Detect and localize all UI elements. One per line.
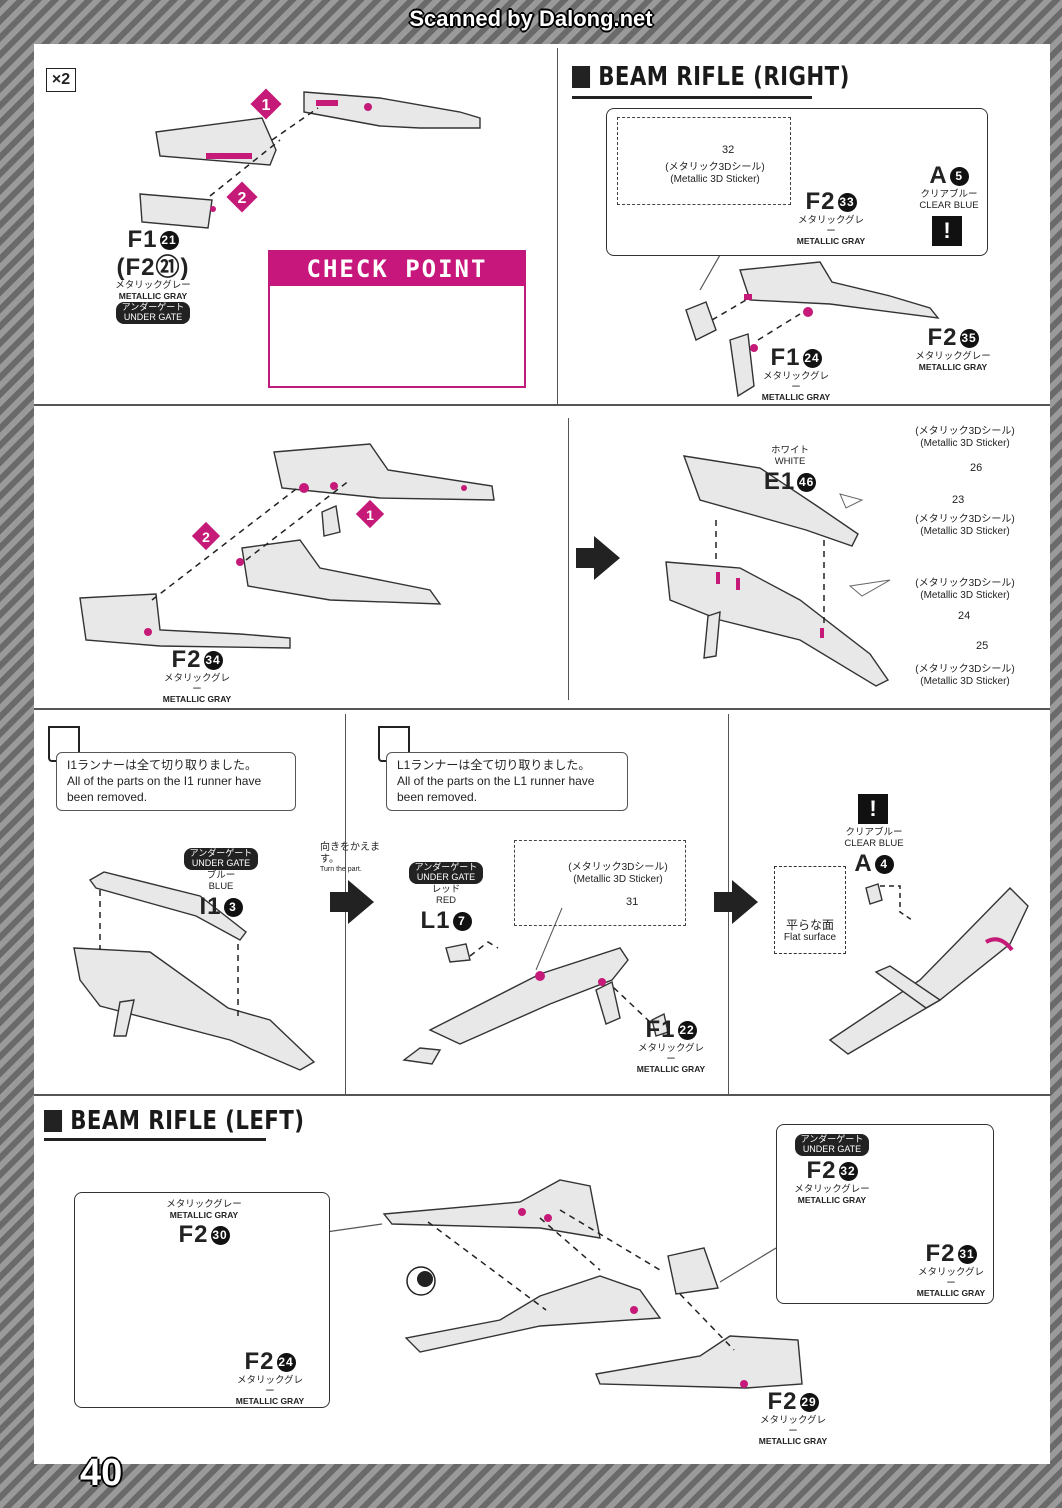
section-heading-beam-rifle-left: BEAM RIFLE (LEFT) xyxy=(44,1106,304,1136)
divider-row3 xyxy=(34,1094,1050,1096)
caution-icon-2: ! xyxy=(858,794,888,824)
sticker-dashed-box xyxy=(617,117,791,205)
turn-part-note: 向きをかえます。Turn the part. xyxy=(320,842,380,873)
sticker-note-23: (メタリック3Dシール)(Metallic 3D Sticker) xyxy=(915,514,1015,537)
sticker-num-26: 26 xyxy=(970,462,983,474)
sticker-num-32: 32 xyxy=(722,144,735,156)
sticker-label-32: (メタリック3Dシール)(Metallic 3D Sticker) xyxy=(665,162,765,185)
sticker-note-25: (メタリック3Dシール)(Metallic 3D Sticker) xyxy=(915,664,1015,687)
flat-surface-box xyxy=(774,866,846,954)
runner-removed-note-l1: L1ランナーは全て切り取りました。All of the parts on the… xyxy=(386,752,628,811)
svg-text:1: 1 xyxy=(366,507,374,523)
divider-row2 xyxy=(34,708,1050,710)
section-heading-beam-rifle-right: BEAM RIFLE (RIGHT) xyxy=(572,62,850,92)
scan-watermark: Scanned by Dalong.net xyxy=(409,6,653,31)
divider-col-row2 xyxy=(568,418,569,700)
check-point-title: CHECK POINT xyxy=(270,252,524,286)
sticker-num-31: 31 xyxy=(626,896,639,908)
sticker-note-26: (メタリック3Dシール)(Metallic 3D Sticker) xyxy=(915,426,1015,449)
caution-icon: ! xyxy=(932,216,962,246)
quantity-x2-badge: ×2 xyxy=(46,68,76,92)
sticker-num-25: 25 xyxy=(976,640,989,652)
runner-removed-note-i1: I1ランナーは全て切り取りました。All of the parts on the… xyxy=(56,752,296,811)
step-arrow-row2 xyxy=(576,536,620,580)
step-arrow-row3b xyxy=(714,880,758,924)
sticker-note-24: (メタリック3Dシール)(Metallic 3D Sticker) xyxy=(915,578,1015,601)
sticker-label-31: (メタリック3Dシール)(Metallic 3D Sticker) xyxy=(568,862,668,885)
check-point-box: CHECK POINT xyxy=(268,250,526,388)
detail-callout-box xyxy=(606,108,988,256)
sticker-num-23: 23 xyxy=(952,494,965,506)
svg-text:2: 2 xyxy=(202,529,210,545)
divider-row1 xyxy=(34,404,1050,406)
left-detail-box xyxy=(74,1192,330,1408)
page-number: 40 xyxy=(80,1452,123,1494)
step-arrow-row3a xyxy=(330,880,374,924)
svg-text:2: 2 xyxy=(238,190,247,207)
svg-text:1: 1 xyxy=(262,97,271,114)
sticker-dashed-box-31 xyxy=(514,840,686,926)
sticker-num-24: 24 xyxy=(958,610,971,622)
divider-col-top xyxy=(557,48,558,404)
